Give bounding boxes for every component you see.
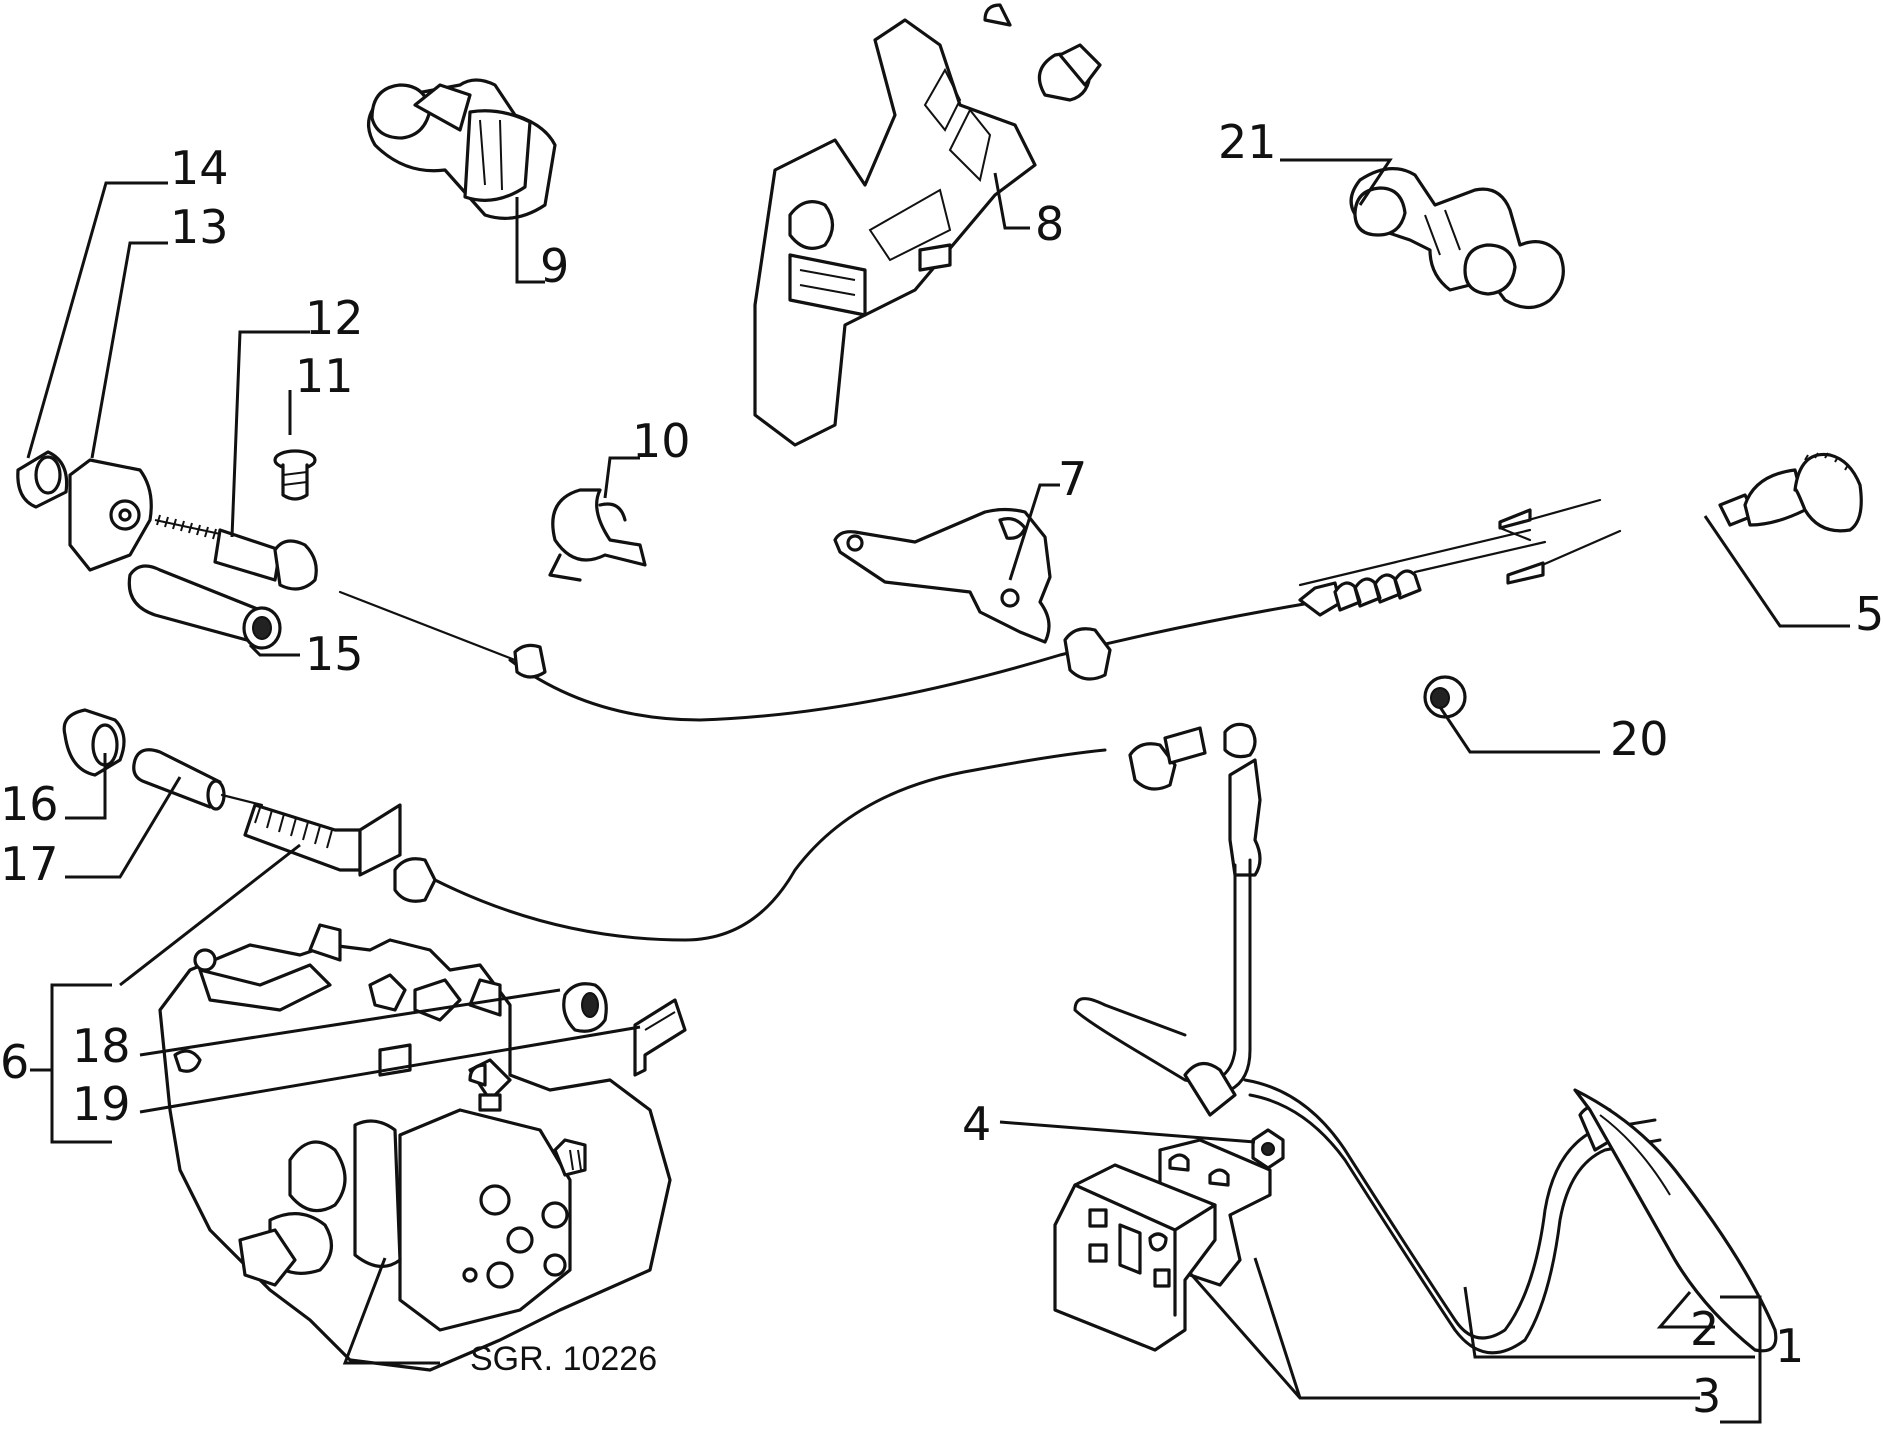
part-13-mounting-plate bbox=[68, 458, 153, 572]
leader-20 bbox=[1438, 706, 1600, 754]
injection-pump bbox=[158, 923, 672, 1372]
callout-20: 20 bbox=[1610, 712, 1669, 766]
leader-3 bbox=[1188, 1257, 1700, 1400]
part-3-pedal-mount bbox=[1053, 1138, 1272, 1352]
leader-21 bbox=[1280, 158, 1393, 206]
part-2-pedal-pad bbox=[1573, 1088, 1778, 1353]
leader-10 bbox=[603, 456, 640, 499]
part-17-pin bbox=[132, 748, 226, 811]
part-9-cable-clip bbox=[367, 78, 557, 220]
part-20-grommet bbox=[1423, 675, 1467, 719]
part-19-retaining-clip bbox=[633, 998, 687, 1077]
callout-11: 11 bbox=[295, 349, 354, 403]
callout-5: 5 bbox=[1855, 587, 1883, 641]
leader-9 bbox=[515, 197, 545, 284]
callout-15: 15 bbox=[305, 627, 364, 681]
callout-9: 9 bbox=[540, 239, 569, 293]
leader-12 bbox=[230, 330, 310, 538]
leader-2 bbox=[1656, 1291, 1715, 1329]
leader-ref bbox=[342, 1257, 440, 1365]
callout-labels: 14 13 12 11 15 9 10 8 21 7 5 20 16 17 6 … bbox=[0, 115, 1883, 1423]
callout-19: 19 bbox=[72, 1077, 131, 1131]
leader-6 bbox=[30, 983, 112, 1144]
drawing-reference: SGR. 10226 bbox=[470, 1340, 657, 1378]
callout-2: 2 bbox=[1690, 1302, 1719, 1356]
part-15-sleeve bbox=[127, 564, 282, 650]
part-16-bushing bbox=[62, 708, 126, 777]
callout-13: 13 bbox=[170, 200, 229, 254]
callout-7: 7 bbox=[1058, 452, 1087, 506]
leader-6b bbox=[119, 843, 301, 987]
leader-1 bbox=[1463, 1286, 1755, 1359]
callout-3: 3 bbox=[1692, 1369, 1721, 1423]
leader-7 bbox=[1008, 483, 1060, 581]
callout-21: 21 bbox=[1218, 115, 1277, 169]
callout-14: 14 bbox=[170, 141, 229, 195]
callout-17: 17 bbox=[0, 837, 59, 891]
part-12-threaded-adjuster bbox=[154, 514, 318, 591]
leader-19 bbox=[139, 1025, 641, 1114]
callout-6: 6 bbox=[0, 1035, 29, 1089]
callout-12: 12 bbox=[305, 291, 364, 345]
part-11-bolt bbox=[273, 449, 317, 501]
callout-18: 18 bbox=[72, 1019, 131, 1073]
leader-16 bbox=[65, 753, 107, 820]
leader-15 bbox=[248, 643, 300, 657]
part-14-cable-stop bbox=[16, 450, 69, 509]
callout-16: 16 bbox=[0, 777, 59, 831]
part-10-clip bbox=[548, 488, 647, 582]
leader-1b bbox=[1720, 1295, 1762, 1424]
leader-17 bbox=[65, 776, 182, 879]
callout-1: 1 bbox=[1775, 1319, 1804, 1373]
part-5-hand-throttle-cable bbox=[338, 452, 1863, 722]
callout-10: 10 bbox=[632, 414, 691, 468]
leader-14 bbox=[26, 181, 168, 459]
callout-8: 8 bbox=[1035, 197, 1064, 251]
part-18-grommet bbox=[562, 982, 608, 1033]
leader-4 bbox=[999, 1120, 1256, 1144]
part-8-bracket bbox=[753, 3, 1102, 447]
part-4-nut bbox=[1251, 1128, 1285, 1170]
part-6-accelerator-cable bbox=[220, 722, 1257, 942]
part-7-support-bracket bbox=[833, 507, 1052, 644]
leader-lines bbox=[26, 158, 1850, 1424]
part-21-double-clip bbox=[1349, 167, 1565, 310]
leader-18 bbox=[139, 988, 561, 1057]
callout-4: 4 bbox=[962, 1097, 991, 1151]
leader-13 bbox=[90, 241, 168, 459]
leader-5 bbox=[1703, 515, 1850, 628]
leader-8 bbox=[993, 172, 1030, 230]
